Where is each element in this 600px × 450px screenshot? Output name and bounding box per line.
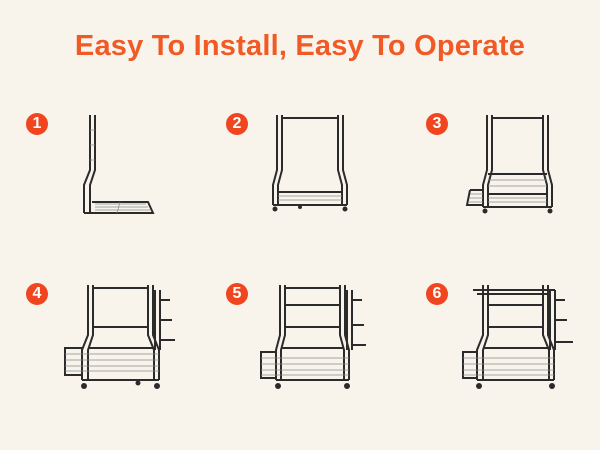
step-4-illustration bbox=[64, 285, 175, 389]
step-6-badge: 6 bbox=[426, 283, 448, 305]
step-5-illustration bbox=[260, 285, 366, 389]
step-6-illustration bbox=[462, 285, 573, 389]
page-title: Easy To Install, Easy To Operate bbox=[74, 30, 526, 62]
step-1-badge: 1 bbox=[26, 113, 48, 135]
step-1-illustration bbox=[83, 115, 155, 214]
step-5-badge: 5 bbox=[226, 283, 248, 305]
step-3-illustration bbox=[465, 115, 553, 214]
step-2-badge: 2 bbox=[226, 113, 248, 135]
step-4-badge: 4 bbox=[26, 283, 48, 305]
step-3-badge: 3 bbox=[426, 113, 448, 135]
step-2-illustration bbox=[272, 115, 348, 212]
